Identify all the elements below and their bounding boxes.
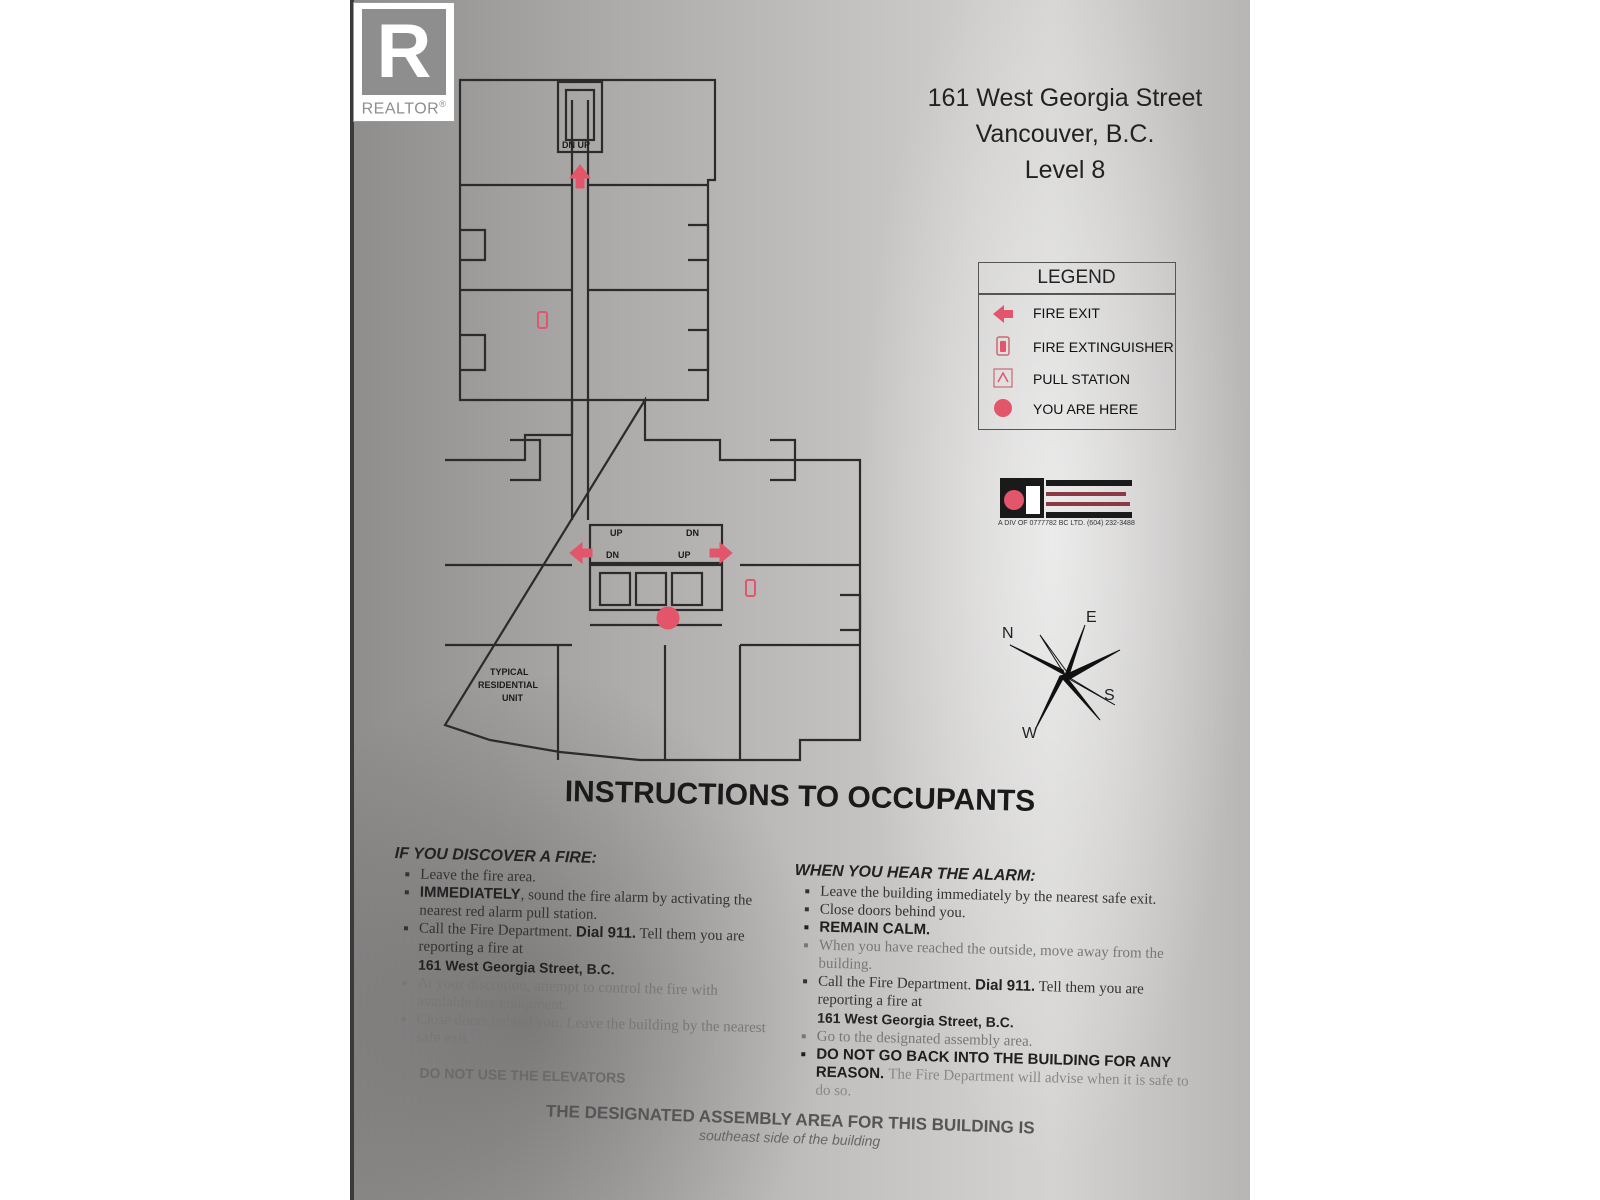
left-item-2-strong: IMMEDIATELY xyxy=(419,883,521,904)
plan-upper-dividers xyxy=(460,183,708,292)
realtor-mark-letter: R xyxy=(376,9,432,94)
fire-extinguisher-marker-2-icon xyxy=(745,579,756,597)
plan-unit-label-3: UNIT xyxy=(502,693,523,703)
plan-unit-label-1: TYPICAL xyxy=(490,667,529,677)
compass-n-label: N xyxy=(1002,625,1014,642)
address-level: Level 8 xyxy=(1024,156,1106,184)
realtor-r-mark: R xyxy=(362,9,446,95)
right-item-5-text: Call the Fire Department. xyxy=(817,973,972,994)
left-item-5: Close doors behind you. Leave the buildi… xyxy=(416,1011,771,1056)
instructions-right-list: Leave the building immediately by the ne… xyxy=(789,882,1194,1109)
plan-stair-top-label: DN UP xyxy=(562,140,590,150)
legend-label-you-are-here: YOU ARE HERE xyxy=(1033,401,1139,417)
compass-e-label: E xyxy=(1086,610,1097,626)
plan-corridor-upper xyxy=(570,100,590,520)
floor-plan: DN UP UP DN DN UP TYPICAL RESIDENTIAL UN… xyxy=(443,78,862,762)
legend-label-fire-exit: FIRE EXIT xyxy=(1033,305,1100,321)
fire-extinguisher-icon xyxy=(996,336,1010,356)
realtor-registered: ® xyxy=(439,99,447,109)
legend-label-fire-extinguisher: FIRE EXTINGUISHER xyxy=(1033,339,1174,355)
right-item-7: DO NOT GO BACK INTO THE BUILDING FOR ANY… xyxy=(815,1046,1190,1109)
photo-edge xyxy=(350,0,354,1200)
compass-rose-icon: N E S W xyxy=(1002,610,1121,740)
instructions-left-list: Leave the fire area. IMMEDIATELY, sound … xyxy=(390,865,774,1055)
fire-exit-arrow-top-icon xyxy=(568,164,592,189)
instructions-left-column: IF YOU DISCOVER A FIRE: Leave the fire a… xyxy=(389,845,775,1089)
plan-elevator-core xyxy=(588,563,724,612)
left-item-3: Call the Fire Department. Dial 911. Tell… xyxy=(418,920,773,984)
sign-company-logo xyxy=(1000,478,1132,518)
fire-exit-arrow-left-icon xyxy=(569,541,593,565)
fire-exit-arrow-right-icon xyxy=(709,541,733,565)
plan-elevator-1 xyxy=(598,571,632,607)
sign-plate-photo xyxy=(350,0,1250,1200)
right-item-5-strong: Dial 911. xyxy=(974,976,1036,995)
company-contact-line: A DIV OF 0777782 BC LTD. (604) 232-3488 xyxy=(998,520,1135,527)
you-are-here-dot-icon xyxy=(994,399,1012,417)
left-item-3-text: Call the Fire Department. xyxy=(418,920,573,941)
plan-lower-dividers xyxy=(445,563,860,647)
legend-label-pull-station: PULL STATION xyxy=(1033,371,1130,387)
plan-stair-up2-label: UP xyxy=(678,550,691,560)
address-city: Vancouver, B.C. xyxy=(975,120,1155,148)
plan-stair-dn-label: DN xyxy=(686,528,699,538)
plan-upper-outline xyxy=(458,78,717,402)
instructions-right-column: WHEN YOU HEAR THE ALARM: Leave the build… xyxy=(789,862,1195,1109)
realtor-wordmark: REALTOR® xyxy=(354,99,454,118)
fire-extinguisher-marker-icon xyxy=(537,311,548,329)
legend-divider xyxy=(979,293,1175,295)
plan-unit-label-2: RESIDENTIAL xyxy=(478,680,539,690)
plan-upper-closets xyxy=(460,223,710,372)
left-item-3-address: 161 West Georgia Street, B.C. xyxy=(417,956,615,978)
plan-elevator-2 xyxy=(634,571,668,607)
plan-lower-outline xyxy=(443,396,862,762)
plan-elevator-3 xyxy=(670,571,704,607)
legend-title: LEGEND xyxy=(1037,267,1116,288)
you-are-here-marker-icon xyxy=(656,606,680,630)
compass-s-label: S xyxy=(1104,687,1115,704)
realtor-watermark-logo: R REALTOR® xyxy=(353,2,455,122)
legend-box: LEGEND FIRE EXIT FIRE EXTINGUISHER PULL … xyxy=(978,262,1176,430)
compass-w-label: W xyxy=(1022,725,1038,740)
right-item-5: Call the Fire Department. Dial 911. Tell… xyxy=(817,973,1192,1037)
left-item-3-strong: Dial 911. xyxy=(575,923,637,942)
plan-stair-up-label: UP xyxy=(610,528,623,538)
plan-lower-verticals xyxy=(556,645,742,760)
address-street: 161 West Georgia Street xyxy=(927,84,1203,112)
fire-exit-arrow-icon xyxy=(993,305,1013,323)
right-item-5-address: 161 West Georgia Street, B.C. xyxy=(817,1009,1014,1031)
pull-station-icon xyxy=(993,368,1013,388)
plan-stair-dn2-label: DN xyxy=(606,550,619,560)
plan-stair-top-inner xyxy=(564,88,596,142)
plan-stair-center xyxy=(588,523,724,565)
plan-lower-closets xyxy=(510,438,862,632)
plan-stair-top xyxy=(556,80,604,154)
realtor-brand: REALTOR xyxy=(361,100,440,118)
